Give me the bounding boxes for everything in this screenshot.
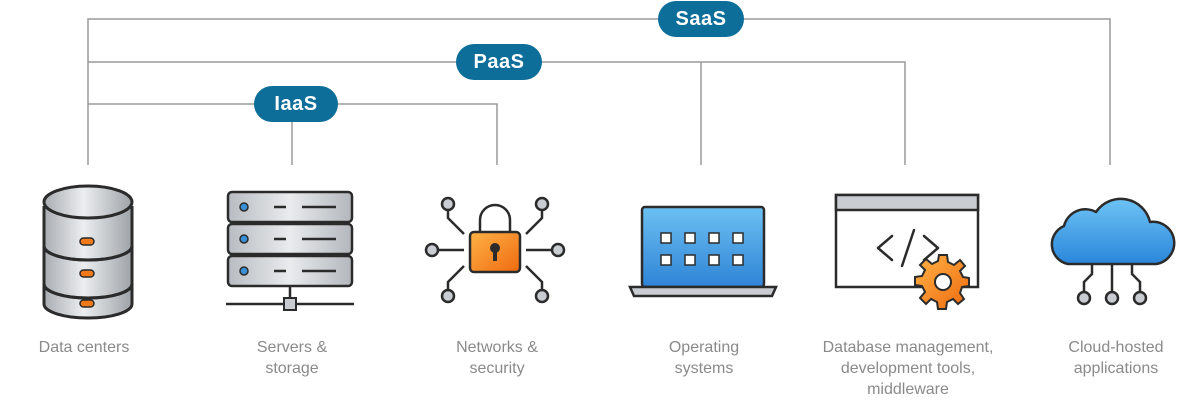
paas-bracket (88, 61, 906, 165)
label-database-management: Database management, development tools, … (822, 339, 994, 398)
database-icon (42, 184, 134, 320)
label-operating-systems: Operating systems (668, 339, 740, 377)
server-rack-icon (226, 190, 354, 311)
label-networks-security: Networks & security (456, 339, 538, 377)
saas-pill: SaaS (658, 1, 744, 37)
iaas-pill: IaaS (254, 86, 338, 122)
label-data-centers: Data centers (38, 339, 130, 356)
cloud-icon (1050, 197, 1176, 306)
label-servers-storage: Servers & storage (256, 339, 328, 377)
saas-bracket (87, 18, 1111, 165)
network-lock-icon (424, 196, 566, 304)
paas-pill: PaaS (456, 44, 542, 80)
saas-label: SaaS (675, 7, 727, 30)
label-cloud-hosted-applications: Cloud-hosted applications (1068, 339, 1164, 377)
laptop-icon (628, 205, 778, 298)
paas-label: PaaS (473, 50, 525, 73)
iaas-label: IaaS (274, 92, 318, 115)
code-window-gear-icon (834, 193, 980, 310)
iaas-bracket (88, 103, 498, 165)
